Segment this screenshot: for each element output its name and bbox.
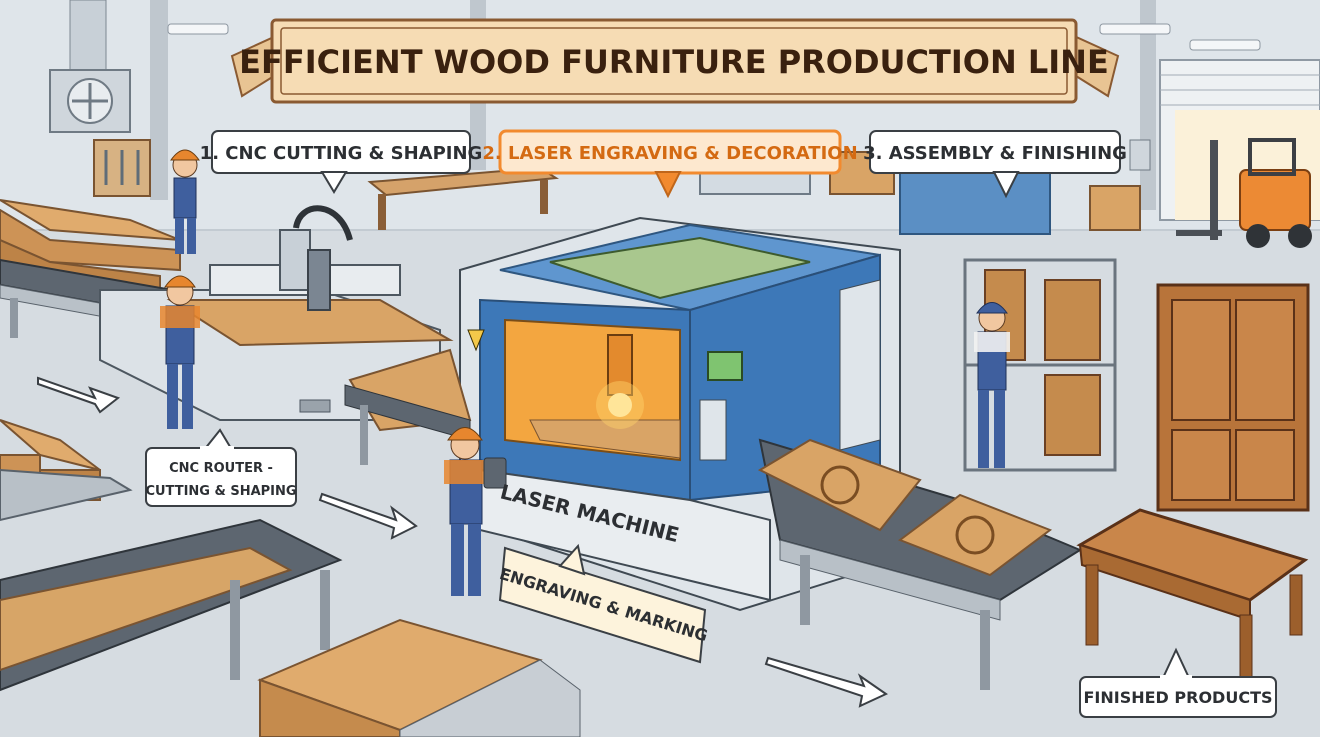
ceiling-lamp bbox=[1189, 39, 1261, 51]
pillar bbox=[150, 0, 168, 200]
worker-tablet bbox=[444, 427, 507, 596]
engraved-panel bbox=[897, 493, 1053, 577]
conveyor-belt bbox=[0, 468, 343, 692]
engraved-panel bbox=[757, 438, 922, 532]
forklift bbox=[1176, 138, 1312, 248]
wardrobe-cabinet bbox=[1156, 283, 1310, 512]
tool-board bbox=[93, 139, 151, 197]
warning-sign bbox=[467, 329, 485, 352]
control-panel bbox=[699, 399, 727, 461]
callout-cnc-line1: CNC ROUTER - bbox=[169, 461, 273, 476]
background-workbench bbox=[367, 166, 560, 230]
step-label-assembly: 3. ASSEMBLY & FINISHING bbox=[863, 130, 1127, 199]
worker-assembly bbox=[974, 302, 1010, 468]
tablet bbox=[483, 457, 507, 489]
wooden-table bbox=[1076, 508, 1309, 686]
step-3-text: 3. ASSEMBLY & FINISHING bbox=[863, 143, 1127, 164]
callout-engraving: ENGRAVING & MARKING bbox=[497, 543, 710, 664]
laser-viewing-window bbox=[549, 236, 811, 300]
step-label-cnc: 1. CNC CUTTING & SHAPING bbox=[200, 130, 483, 194]
flow-arrow bbox=[37, 376, 121, 414]
callout-finished: FINISHED PRODUCTS bbox=[1079, 647, 1277, 718]
callout-finished-text: FINISHED PRODUCTS bbox=[1083, 688, 1272, 707]
step-1-text: 1. CNC CUTTING & SHAPING bbox=[200, 143, 483, 164]
step-label-laser: 2. LASER ENGRAVING & DECORATION bbox=[482, 129, 858, 199]
wood-board-stack bbox=[257, 618, 581, 737]
conveyor-belt bbox=[344, 348, 472, 465]
callout-cnc-line2: CUTTING & SHAPING bbox=[145, 484, 296, 499]
title-banner: EFFICIENT WOOD FURNITURE PRODUCTION LINE bbox=[230, 18, 1120, 104]
worker-clipboard bbox=[170, 149, 200, 254]
banner-title: EFFICIENT WOOD FURNITURE PRODUCTION LINE bbox=[239, 43, 1109, 81]
worker-cnc-operator bbox=[160, 275, 200, 429]
wood-board bbox=[0, 546, 293, 672]
ceiling-lamp bbox=[167, 23, 229, 35]
ceiling-lamp bbox=[1099, 23, 1171, 35]
control-screen bbox=[707, 351, 743, 381]
flow-arrow bbox=[764, 656, 889, 708]
callout-cnc-router: CNC ROUTER - CUTTING & SHAPING bbox=[145, 428, 297, 507]
ventilation-fan bbox=[49, 0, 131, 133]
step-2-text: 2. LASER ENGRAVING & DECORATION bbox=[482, 143, 857, 164]
flow-arrow bbox=[318, 492, 418, 540]
